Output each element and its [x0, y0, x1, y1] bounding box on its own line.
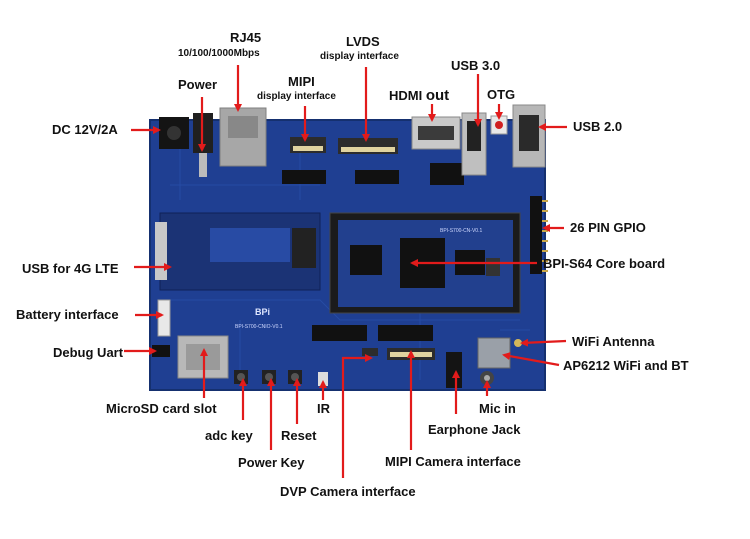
lte-slot [155, 212, 321, 291]
usb2-port [512, 104, 546, 168]
label-earphone: Earphone Jack [428, 422, 521, 437]
arrow-dvp [341, 354, 373, 478]
label-lvds: LVDS [346, 34, 380, 49]
label-lvds-sub: display interface [320, 51, 399, 62]
label-mic: Mic in [479, 401, 516, 416]
rj45-jack [219, 107, 267, 167]
arrow-ap6212 [502, 352, 560, 367]
label-usb3: USB 3.0 [451, 58, 501, 73]
usb3-port [461, 112, 487, 176]
core-id-print: BPI-S700-CN-V0.1 [440, 228, 482, 234]
label-wifi-antenna: WiFi Antenna [572, 334, 655, 349]
label-power-key: Power Key [238, 455, 305, 470]
label-usb2: USB 2.0 [573, 119, 623, 134]
dc-jack [159, 117, 189, 149]
label-microsd: MicroSD card slot [106, 401, 217, 416]
label-battery: Battery interface [16, 307, 119, 322]
label-mipi-camera: MIPI Camera interface [385, 454, 521, 469]
label-core: BPI-S64 Core board [543, 256, 666, 271]
label-dvp: DVP Camera interface [280, 484, 416, 499]
arrow-wifi-ant [520, 338, 567, 347]
label-rj45: RJ45 [230, 30, 262, 45]
label-adc: adc key [205, 428, 253, 443]
earphone-jack [446, 352, 462, 388]
battery-connector [157, 299, 171, 337]
label-debug: Debug Uart [53, 345, 124, 360]
label-dc: DC 12V/2A [52, 122, 118, 137]
label-ir: IR [317, 401, 330, 416]
callout-arrows [124, 65, 567, 478]
label-reset: Reset [281, 428, 317, 443]
mipi-display-connector [290, 137, 326, 153]
label-hdmi-out: out [425, 87, 450, 104]
lvds-connector [338, 138, 398, 154]
label-ap6212: AP6212 WiFi and BT [563, 358, 689, 373]
bpi-logo-print: BPi [255, 307, 270, 317]
label-rj45-speed: 10/100/1000Mbps [178, 48, 260, 59]
gpio-header [530, 196, 548, 274]
label-otg: OTG [487, 87, 516, 102]
otg-button [490, 115, 508, 135]
label-mipi: MIPI [288, 74, 315, 89]
wifi-antenna-connector [514, 339, 522, 347]
wifi-module [477, 337, 511, 369]
label-hdmi-text: HDMI [389, 88, 423, 103]
label-lte: USB for 4G LTE [22, 261, 119, 276]
label-mipi-sub: display interface [257, 91, 336, 102]
hdmi-port [411, 116, 461, 150]
label-hdmi: HDMI out [389, 87, 449, 104]
board-id-print: BPI-S700-CNIO-V0.1 [235, 324, 283, 330]
label-power: Power [178, 77, 218, 92]
label-gpio: 26 PIN GPIO [570, 220, 646, 235]
header-rows-top [282, 163, 464, 185]
